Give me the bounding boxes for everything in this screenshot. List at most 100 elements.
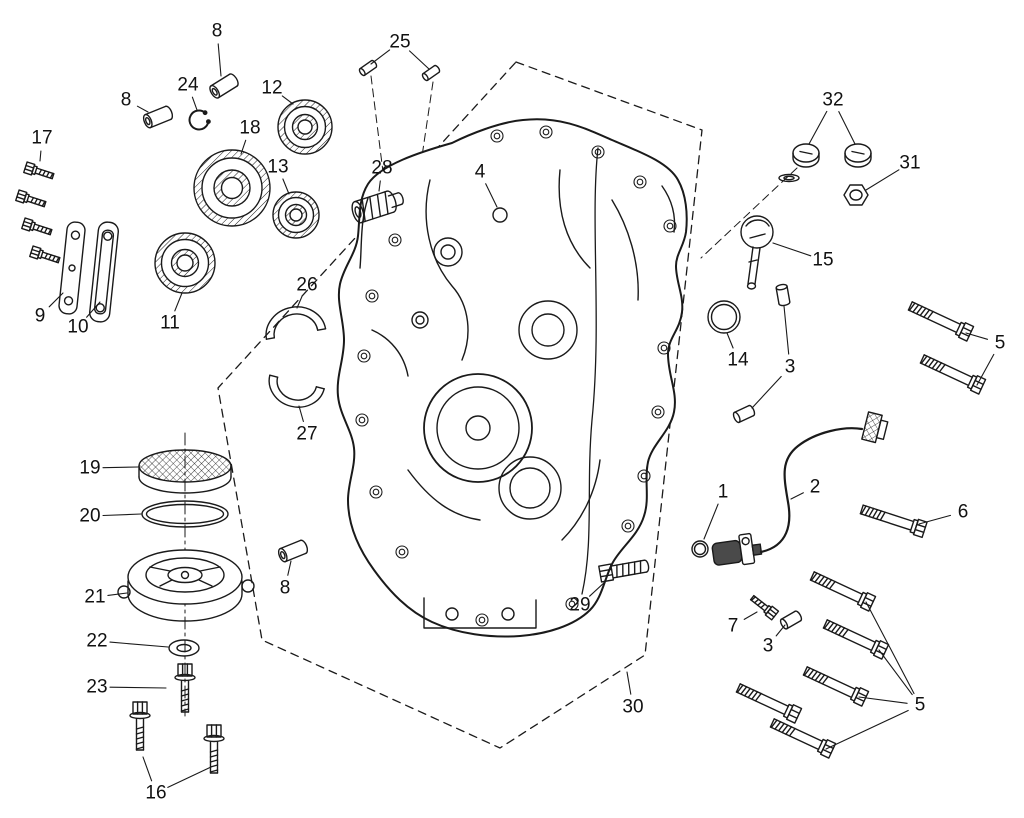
bushing-8b xyxy=(141,104,175,130)
leader-line-5 xyxy=(865,601,915,695)
callout-20: 20 xyxy=(79,505,101,527)
bolt-set-17 xyxy=(15,161,62,267)
dipstick-15 xyxy=(740,215,774,290)
leader-line-13 xyxy=(282,178,290,195)
plug-washer xyxy=(778,173,800,183)
callout-29: 29 xyxy=(569,594,591,616)
leader-line-27 xyxy=(298,405,304,423)
callout-13: 13 xyxy=(267,156,289,178)
leader-line-23 xyxy=(109,686,167,689)
callout-5: 5 xyxy=(914,694,926,716)
leader-line-16 xyxy=(167,766,212,788)
leader-line-18 xyxy=(240,139,247,155)
sensor-cable-2 xyxy=(759,411,889,554)
leader-lines xyxy=(39,43,995,788)
callout-10: 10 xyxy=(67,316,89,338)
filter-element-19 xyxy=(138,449,232,494)
callout-21: 21 xyxy=(84,586,106,608)
bearing-shell-26 xyxy=(265,306,327,340)
callout-26: 26 xyxy=(296,274,318,296)
stud-29 xyxy=(598,559,650,583)
leader-line-24 xyxy=(191,96,198,111)
leader-line-15 xyxy=(772,242,812,257)
sensor-oring-1 xyxy=(691,540,709,558)
filler-plug-32a xyxy=(792,143,820,168)
bearing-11 xyxy=(154,232,216,294)
leader-line-31 xyxy=(865,169,900,191)
callout-14: 14 xyxy=(727,349,749,371)
leader-line-30 xyxy=(626,671,632,695)
leader-line-25 xyxy=(370,49,391,65)
bushing-8c xyxy=(276,538,310,564)
leader-line-22 xyxy=(109,641,169,648)
callout-3: 3 xyxy=(784,356,796,378)
leader-line-11 xyxy=(174,292,183,312)
bolt-7 xyxy=(748,592,780,621)
bolt-6 xyxy=(858,501,928,539)
assembly-boundary-box xyxy=(217,61,703,749)
leader-line-19 xyxy=(102,466,139,469)
pin-25b xyxy=(420,63,442,83)
leader-line-26 xyxy=(296,296,303,309)
callout-28: 28 xyxy=(371,157,393,179)
callout-22: 22 xyxy=(86,630,108,652)
filter-cover-21 xyxy=(117,549,255,622)
callout-19: 19 xyxy=(79,457,101,479)
callout-1: 1 xyxy=(717,481,729,503)
callout-11: 11 xyxy=(160,312,180,334)
callout-12: 12 xyxy=(261,77,283,99)
leader-line-5 xyxy=(878,649,913,696)
leader-line-5 xyxy=(825,709,909,750)
leader-line-25 xyxy=(408,50,430,70)
leader-line-17 xyxy=(39,150,42,162)
leader-line-32 xyxy=(838,111,856,145)
circlip-24 xyxy=(188,109,211,131)
leader-line-5 xyxy=(965,332,989,340)
bolts-16 xyxy=(129,701,225,774)
bushing-8a xyxy=(207,71,241,101)
callout-24: 24 xyxy=(177,74,199,96)
callout-2: 2 xyxy=(809,476,821,498)
callout-8: 8 xyxy=(211,20,223,42)
callout-27: 27 xyxy=(296,423,318,445)
callout-17: 17 xyxy=(31,127,53,149)
leader-line-32 xyxy=(808,110,828,145)
bolts-5-top xyxy=(906,297,987,395)
callout-3: 3 xyxy=(762,635,774,657)
plate-10 xyxy=(89,221,119,323)
leader-line-8 xyxy=(217,43,222,77)
callout-6: 6 xyxy=(957,501,969,523)
plate-9 xyxy=(58,221,86,315)
callout-4: 4 xyxy=(474,161,486,183)
callout-23: 23 xyxy=(86,676,108,698)
nut-31 xyxy=(843,184,869,206)
filler-plug-32b xyxy=(844,143,872,168)
leader-line-16 xyxy=(142,756,153,782)
bolt-bosses xyxy=(355,125,677,627)
callout-8: 8 xyxy=(120,89,132,111)
leader-line-4 xyxy=(485,183,498,208)
leader-line-21 xyxy=(107,592,128,596)
leader-line-7 xyxy=(743,611,758,620)
callout-16: 16 xyxy=(145,782,167,804)
crankcase-casting xyxy=(336,118,688,638)
oring-14 xyxy=(707,300,741,334)
leader-line-3 xyxy=(775,624,786,637)
bearing-18 xyxy=(193,149,271,227)
bearing-13 xyxy=(272,191,320,239)
leader-line-8 xyxy=(287,560,292,576)
washer-22 xyxy=(168,639,200,657)
callout-9: 9 xyxy=(34,305,46,327)
sensor-1 xyxy=(711,532,763,566)
dowel-3a xyxy=(775,283,791,307)
leader-line-3 xyxy=(783,305,790,355)
leader-line-1 xyxy=(703,503,719,540)
callout-30: 30 xyxy=(622,696,644,718)
oring-20 xyxy=(141,500,229,528)
callout-32: 32 xyxy=(822,89,844,111)
callout-8: 8 xyxy=(279,577,291,599)
sleeve-28 xyxy=(351,190,404,224)
bearing-shell-27 xyxy=(268,374,325,408)
leader-line-2 xyxy=(790,492,804,500)
